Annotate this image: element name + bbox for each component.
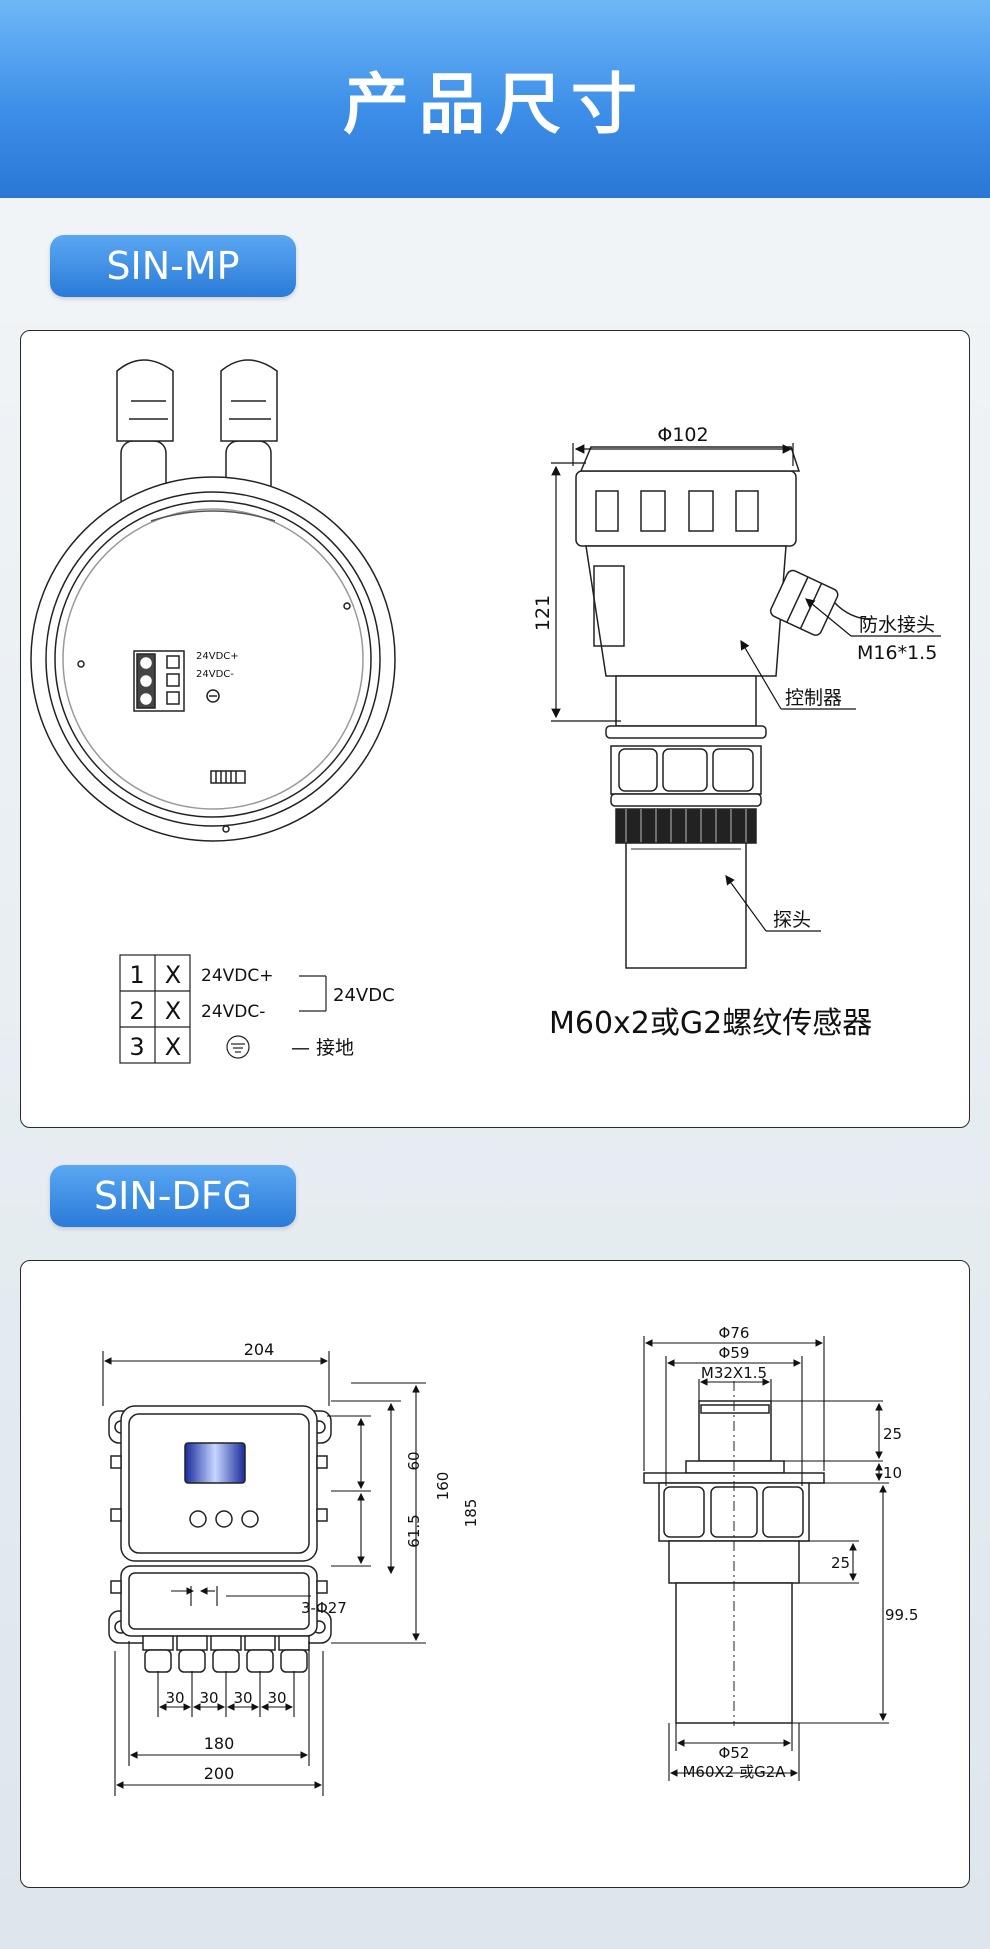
- label-controller: 控制器: [785, 687, 842, 709]
- dim-204: 204: [244, 1340, 275, 1359]
- wiring-row1-mark: X: [165, 961, 181, 989]
- dim-diameter: Φ102: [657, 424, 708, 446]
- dim-h25-mid: 25: [831, 1554, 850, 1572]
- dim-holes: 3-Φ27: [301, 1599, 347, 1617]
- dim-spacing-2: 30: [199, 1689, 218, 1707]
- dim-185: 185: [462, 1499, 480, 1528]
- dim-d76: Φ76: [719, 1324, 750, 1342]
- label-connector: 防水接头: [859, 614, 935, 636]
- wiring-row2-num: 2: [129, 997, 144, 1025]
- sin-mp-caption: M60x2或G2螺纹传感器: [549, 1006, 872, 1041]
- dim-61-5: 61.5: [405, 1514, 423, 1547]
- wiring-row1-num: 1: [129, 961, 144, 989]
- sin-mp-drawing: 24VDC+ 24VDC-: [30, 359, 941, 1064]
- label-connector-spec: M16*1.5: [857, 642, 937, 664]
- wall-box: [108, 1405, 332, 1673]
- terminal-block: [133, 650, 185, 712]
- wiring-bracket-label: 24VDC: [333, 985, 395, 1006]
- terminal-minus-label: 24VDC-: [196, 669, 234, 680]
- wiring-row2-mark: X: [165, 997, 181, 1025]
- terminal-plus-label: 24VDC+: [196, 651, 239, 662]
- panel-sin-mp: 24VDC+ 24VDC-: [20, 330, 970, 1128]
- wiring-row3-num: 3: [129, 1033, 144, 1061]
- dim-spacing-3: 30: [233, 1689, 252, 1707]
- dim-height: 121: [532, 595, 554, 631]
- panel-sin-dfg: 204 60 61.5 160 185 3-Φ27 30 30 30 30 18…: [20, 1260, 970, 1888]
- dim-d59: Φ59: [719, 1344, 750, 1362]
- section-pill-sin-mp: SIN-MP: [50, 235, 296, 297]
- wiring-row3-mark: X: [165, 1033, 181, 1061]
- dim-d52: Φ52: [719, 1744, 750, 1762]
- section-pill-sin-dfg: SIN-DFG: [50, 1165, 296, 1227]
- dim-spacing-4: 30: [267, 1689, 286, 1707]
- wiring-row1-label: 24VDC+: [201, 966, 273, 986]
- header-banner: 产品尺寸: [0, 0, 990, 198]
- dim-h25-top: 25: [883, 1425, 902, 1443]
- dim-180: 180: [204, 1734, 235, 1753]
- wiring-table: [119, 954, 327, 1064]
- dim-200: 200: [204, 1764, 235, 1783]
- dim-spacing-1: 30: [165, 1689, 184, 1707]
- sin-dfg-drawing: 204 60 61.5 160 185 3-Φ27 30 30 30 30 18…: [102, 1324, 918, 1796]
- ground-label: — 接地: [291, 1037, 354, 1059]
- dim-h10: 10: [883, 1464, 902, 1482]
- wiring-row2-label: 24VDC-: [201, 1002, 265, 1022]
- dim-60: 60: [405, 1451, 423, 1470]
- dim-thread-bottom: M60X2 或G2A: [682, 1763, 786, 1781]
- dim-160: 160: [434, 1472, 452, 1501]
- page-title: 产品尺寸: [343, 66, 647, 143]
- front-view: [30, 359, 396, 842]
- label-probe: 探头: [773, 909, 811, 931]
- dim-thread-top: M32X1.5: [701, 1364, 767, 1382]
- dfg-sensor: [643, 1381, 825, 1726]
- dim-h99-5: 99.5: [885, 1606, 918, 1624]
